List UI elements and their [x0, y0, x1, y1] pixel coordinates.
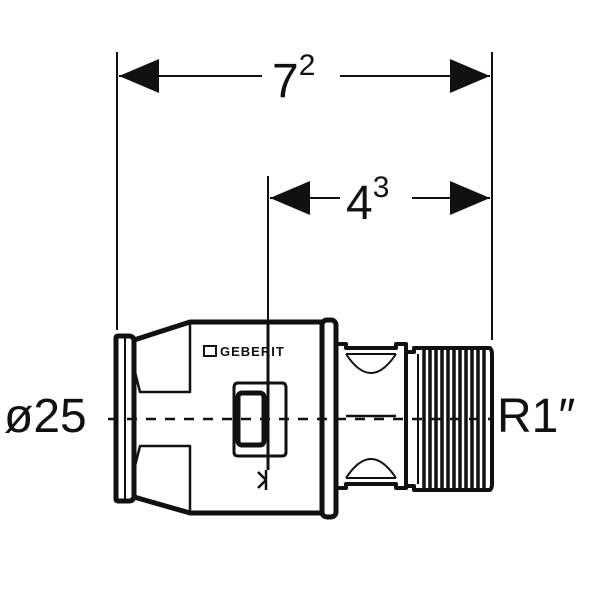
hex-nut-face-upper — [345, 353, 397, 374]
thread-ridges — [422, 350, 486, 488]
dimension-overall-length: 72 — [119, 49, 490, 108]
insertion-mark-icon — [257, 470, 268, 490]
dimension-overall-value: 72 — [272, 49, 315, 108]
inspection-window-outer — [232, 381, 288, 458]
logo-text: GEBERIT — [220, 344, 285, 359]
sleeve-grip-lower — [132, 444, 192, 513]
dimension-insertion-value: 43 — [346, 171, 389, 230]
brand-logo: GEBERIT — [203, 344, 285, 359]
sleeve-grip-upper — [132, 322, 192, 394]
hex-nut-face-lower — [345, 458, 397, 479]
dimension-insertion-length: 43 — [270, 171, 490, 230]
pipe-diameter-label: ø25 — [4, 390, 87, 443]
logo-mark — [203, 345, 217, 357]
thread-size-label: R1″ — [497, 390, 575, 443]
